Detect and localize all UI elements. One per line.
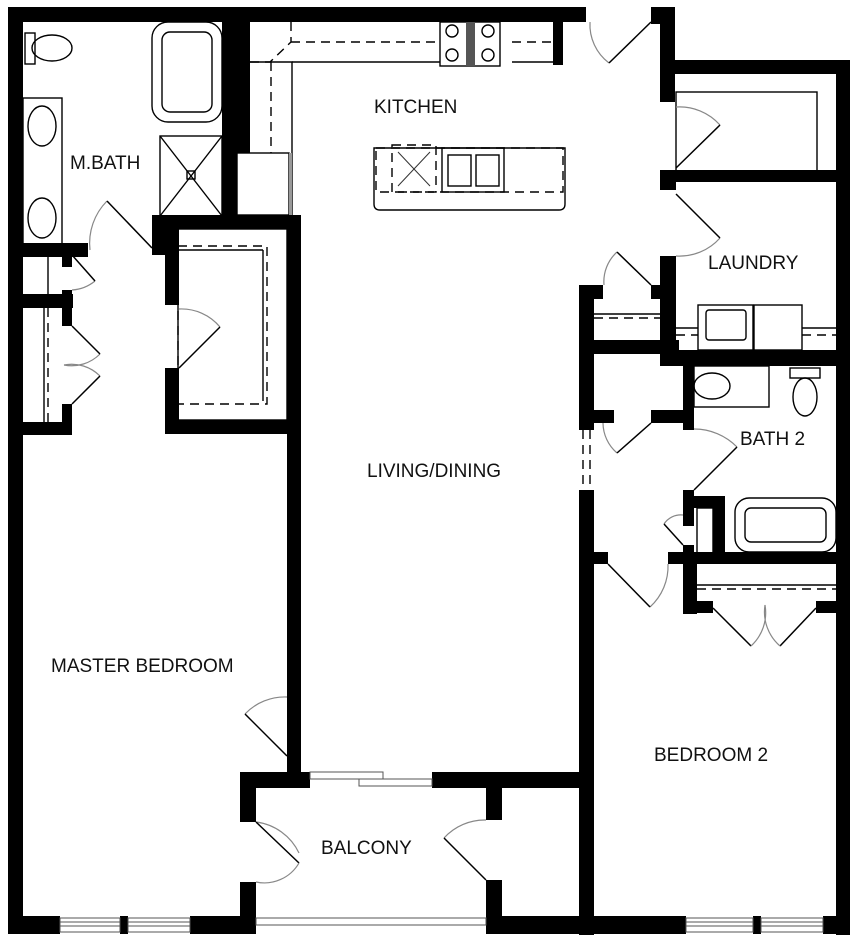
windows [59,430,824,933]
walls [8,7,850,935]
doors-lower [244,696,487,884]
laundry-fixtures [594,91,836,351]
room-label-kitchen: KITCHEN [374,97,458,118]
toilet-icon [789,367,821,417]
room-label-bedroom-2: BEDROOM 2 [654,745,769,766]
washer-icon [697,304,754,351]
master-bath-fixtures [22,21,223,251]
refrigerator-icon [236,152,292,216]
dryer-icon [753,304,803,351]
shower-icon [159,135,223,217]
kitchen-fixtures [236,21,652,216]
sink-icon [441,147,505,193]
left-closets [43,228,288,422]
dishwasher-icon [391,144,437,193]
sliding-door-panel-2 [358,778,433,787]
toilet-icon [24,32,73,65]
island-icon [373,144,566,211]
room-label-balcony: BALCONY [321,838,412,859]
room-label-bath-2: BATH 2 [740,429,806,450]
room-label-master-bath: M.BATH [70,153,141,174]
sink-icon [693,365,770,408]
bathtub-icon [151,21,223,123]
cooktop-icon [439,21,501,67]
room-label-living-dining: LIVING/DINING [367,461,502,482]
room-label-laundry: LAUNDRY [708,253,799,274]
bathtub-icon [734,497,837,553]
double-vanity-sink-icon [22,97,63,245]
bath-2-fixtures [602,365,837,608]
bedroom-2-closet [697,584,836,647]
sliding-door-panel-1 [309,771,384,780]
room-label-master-bedroom: MASTER BEDROOM [51,656,234,677]
